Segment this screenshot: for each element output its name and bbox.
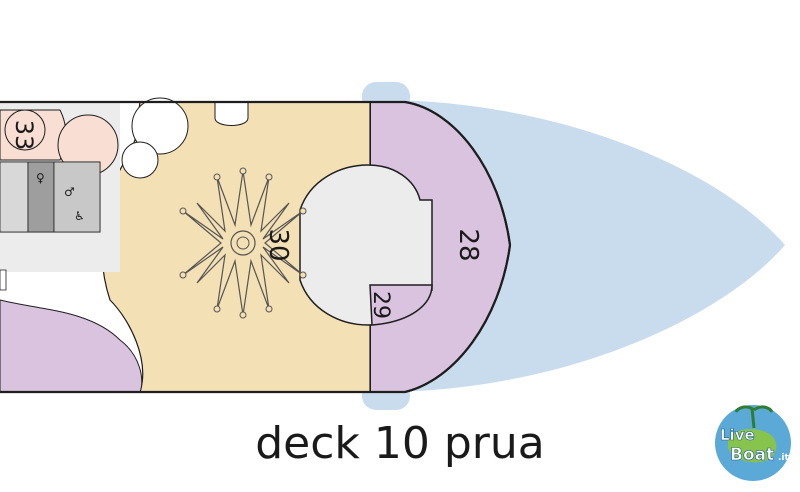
logo-line2: Boat: [730, 445, 774, 465]
liveboat-logo: Live Boat .it: [715, 405, 791, 481]
area-33-round: [4, 109, 46, 151]
area-29-label: 29: [368, 291, 393, 319]
restroom-cell: [0, 161, 29, 233]
logo-suffix: .it: [778, 453, 790, 463]
deck-bite: [121, 141, 159, 179]
area-28-label: 28: [453, 228, 483, 261]
restroom-cell: [27, 161, 55, 233]
restroom-cell: [53, 161, 101, 233]
area-29-shape: [369, 284, 433, 326]
hull-outline: [0, 100, 512, 394]
area-30-label: 30: [263, 228, 293, 261]
logo-line1: Live: [720, 426, 755, 444]
deck-notch: [214, 101, 249, 126]
accessible-restroom-icon: ♿: [74, 209, 85, 223]
palm-tree-icon: [734, 405, 774, 429]
deck-bite: [131, 97, 189, 155]
deck-title: deck 10 prua: [255, 418, 545, 469]
lower-left-purple: [0, 299, 143, 393]
left-slot: [0, 269, 7, 291]
sun-icon: [179, 167, 307, 319]
female-restroom-icon: ♀: [36, 171, 45, 185]
area-33-label: 33: [10, 120, 38, 151]
male-restroom-icon: ♂: [64, 185, 75, 199]
